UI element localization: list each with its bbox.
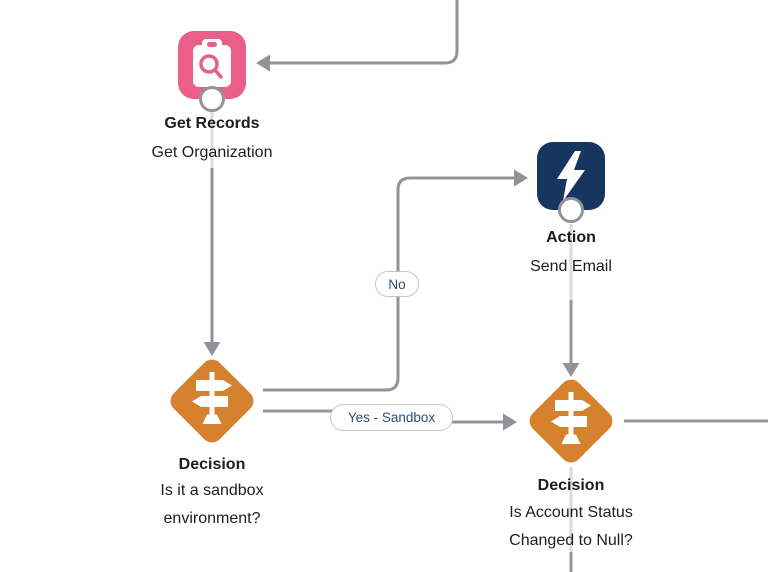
- decision-sandbox-element-button[interactable]: [166, 355, 258, 452]
- get-records-merge-dot[interactable]: [199, 86, 225, 112]
- signpost-icon: [529, 379, 613, 463]
- signpost-icon: [170, 359, 254, 443]
- get-records-type-label: Get Records: [164, 115, 260, 132]
- connector-into-get-records: [270, 0, 459, 65]
- arrowhead-into-decision-sandbox: [203, 342, 221, 356]
- arrowhead-into-action: [514, 169, 528, 187]
- decision-account-name-label: Is Account Status Changed to Null?: [509, 504, 633, 549]
- lightning-icon: [537, 142, 605, 210]
- connector-label-yes-sandbox[interactable]: Yes - Sandbox: [330, 404, 453, 431]
- decision-sandbox-type-label: Decision: [178, 456, 246, 473]
- arrowhead-into-get-records: [256, 54, 270, 72]
- arrowhead-into-decision-account-top: [562, 363, 580, 377]
- clipboard-search-icon: [178, 31, 246, 99]
- action-merge-dot[interactable]: [558, 197, 584, 223]
- connector-label-no[interactable]: No: [375, 271, 419, 297]
- decision-sandbox-name-label: Is it a sandbox environment?: [160, 482, 264, 527]
- action-name-label: Send Email: [530, 258, 612, 275]
- action-type-label: Action: [546, 229, 596, 246]
- get-records-name-label: Get Organization: [151, 144, 273, 161]
- action-element-button[interactable]: [537, 142, 605, 215]
- decision-account-type-label: Decision: [537, 477, 605, 494]
- decision-account-element-button[interactable]: [525, 375, 617, 472]
- get-records-element-button[interactable]: [178, 31, 246, 104]
- arrowhead-into-decision-account: [503, 413, 517, 431]
